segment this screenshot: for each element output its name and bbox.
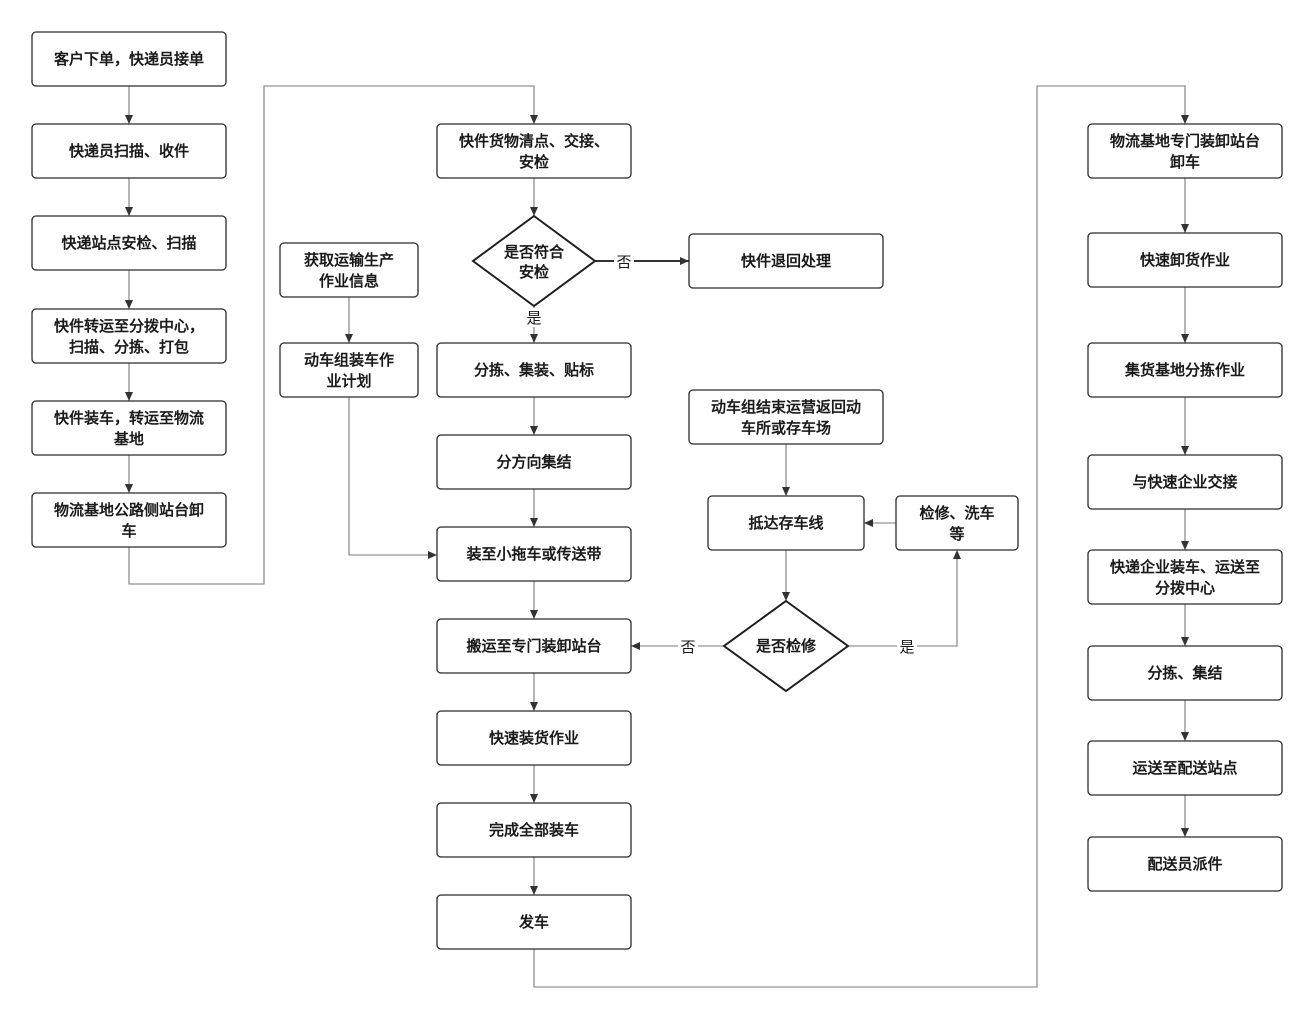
node-e5-text: 快递企业装车、运送至分拨中心: [1110, 558, 1260, 597]
decision-nodes: 是否符合安检 是否检修: [471, 214, 850, 693]
node-p1-text: 获取运输生产作业信息: [304, 251, 394, 290]
node-e7: 运送至配送站点: [1087, 740, 1283, 796]
node-e8: 配送员派件: [1087, 836, 1283, 892]
node-c3: 分方向集结: [436, 434, 632, 490]
node-t2-text: 抵达存车线: [748, 514, 823, 532]
node-d2: 是否检修: [722, 599, 850, 693]
node-e2-text: 快速卸货作业: [1140, 251, 1230, 269]
node-n2-text: 快递员扫描、收件: [69, 142, 189, 160]
node-n6-text: 物流基地公路侧站台卸车: [54, 501, 204, 540]
node-c8: 发车: [436, 894, 632, 950]
node-n4: 快件转运至分拨中心，扫描、分拣、打包: [31, 308, 227, 364]
node-n1: 客户下单，快递员接单: [31, 31, 227, 87]
connectors: [125, 85, 1189, 988]
label-d2-no: 否: [680, 638, 695, 656]
node-c7: 完成全部装车: [436, 802, 632, 858]
node-e4: 与快速企业交接: [1087, 454, 1283, 510]
node-c8-text: 发车: [518, 913, 549, 931]
node-e5: 快递企业装车、运送至分拨中心: [1087, 549, 1283, 605]
node-c4: 装至小拖车或传送带: [436, 526, 632, 582]
label-d1-no: 否: [616, 253, 631, 271]
node-d1-text: 是否符合安检: [503, 243, 565, 281]
node-e1-text: 物流基地专门装卸站台卸车: [1110, 132, 1260, 171]
node-c2-text: 分拣、集装、贴标: [474, 361, 594, 379]
node-n6: 物流基地公路侧站台卸车: [31, 492, 227, 548]
node-e7-text: 运送至配送站点: [1132, 759, 1237, 777]
node-p1: 获取运输生产作业信息: [279, 242, 419, 298]
node-t3-text: 检修、洗车等: [919, 504, 994, 543]
node-c7-text: 完成全部装车: [489, 821, 579, 839]
node-e4-text: 与快速企业交接: [1132, 473, 1237, 491]
edge-p2-c4: [348, 397, 437, 559]
node-t1-text: 动车组结束运营返回动车所或存车场: [711, 398, 861, 437]
node-c1: 快件货物清点、交接、安检: [436, 123, 632, 179]
node-p2-text: 动车组装车作业计划: [304, 351, 394, 390]
node-n4-text: 快件转运至分拨中心，扫描、分拣、打包: [54, 317, 204, 356]
node-p2: 动车组装车作业计划: [279, 342, 419, 398]
node-d2-text: 是否检修: [755, 637, 817, 655]
label-d2-yes: 是: [899, 638, 914, 656]
node-e6: 分拣、集结: [1087, 645, 1283, 701]
label-d1-yes: 是: [526, 309, 541, 327]
node-c6-text: 快速装货作业: [489, 729, 579, 747]
node-e8-text: 配送员派件: [1147, 855, 1222, 873]
node-n3-text: 快递站点安检、扫描: [61, 234, 196, 252]
node-n1-text: 客户下单，快递员接单: [53, 50, 204, 68]
node-e1: 物流基地专门装卸站台卸车: [1087, 123, 1283, 179]
node-t1: 动车组结束运营返回动车所或存车场: [688, 389, 884, 445]
node-n3: 快递站点安检、扫描: [31, 215, 227, 271]
node-c2: 分拣、集装、贴标: [436, 342, 632, 398]
node-c4-text: 装至小拖车或传送带: [465, 545, 601, 563]
node-d1: 是否符合安检: [471, 214, 597, 308]
node-n5: 快件装车，转运至物流基地: [31, 400, 227, 456]
node-e3: 集货基地分拣作业: [1087, 342, 1283, 398]
node-n2: 快递员扫描、收件: [31, 123, 227, 179]
node-c5-text: 搬运至专门装卸站台: [466, 637, 601, 655]
node-c3-text: 分方向集结: [496, 453, 571, 471]
edge-d2-t3: [848, 550, 961, 647]
node-n5-text: 快件装车，转运至物流基地: [54, 409, 204, 448]
node-r1: 快件退回处理: [688, 233, 884, 289]
edge-n6-c1: [128, 85, 538, 585]
edge-labels: 否 是 否 是: [524, 252, 917, 656]
node-r1-text: 快件退回处理: [741, 252, 831, 270]
node-c1-text: 快件货物清点、交接、安检: [459, 132, 609, 171]
node-t2: 抵达存车线: [707, 495, 865, 551]
node-t3: 检修、洗车等: [895, 495, 1019, 551]
node-c5: 搬运至专门装卸站台: [436, 618, 632, 674]
node-c6: 快速装货作业: [436, 710, 632, 766]
node-e6-text: 分拣、集结: [1147, 664, 1222, 682]
process-boxes: 客户下单，快递员接单 快递员扫描、收件 快递站点安检、扫描 快件转运至分拨中心，…: [31, 31, 1283, 950]
node-e3-text: 集货基地分拣作业: [1124, 361, 1245, 379]
node-e2: 快速卸货作业: [1087, 232, 1283, 288]
edge-c8-e1: [533, 85, 1189, 988]
